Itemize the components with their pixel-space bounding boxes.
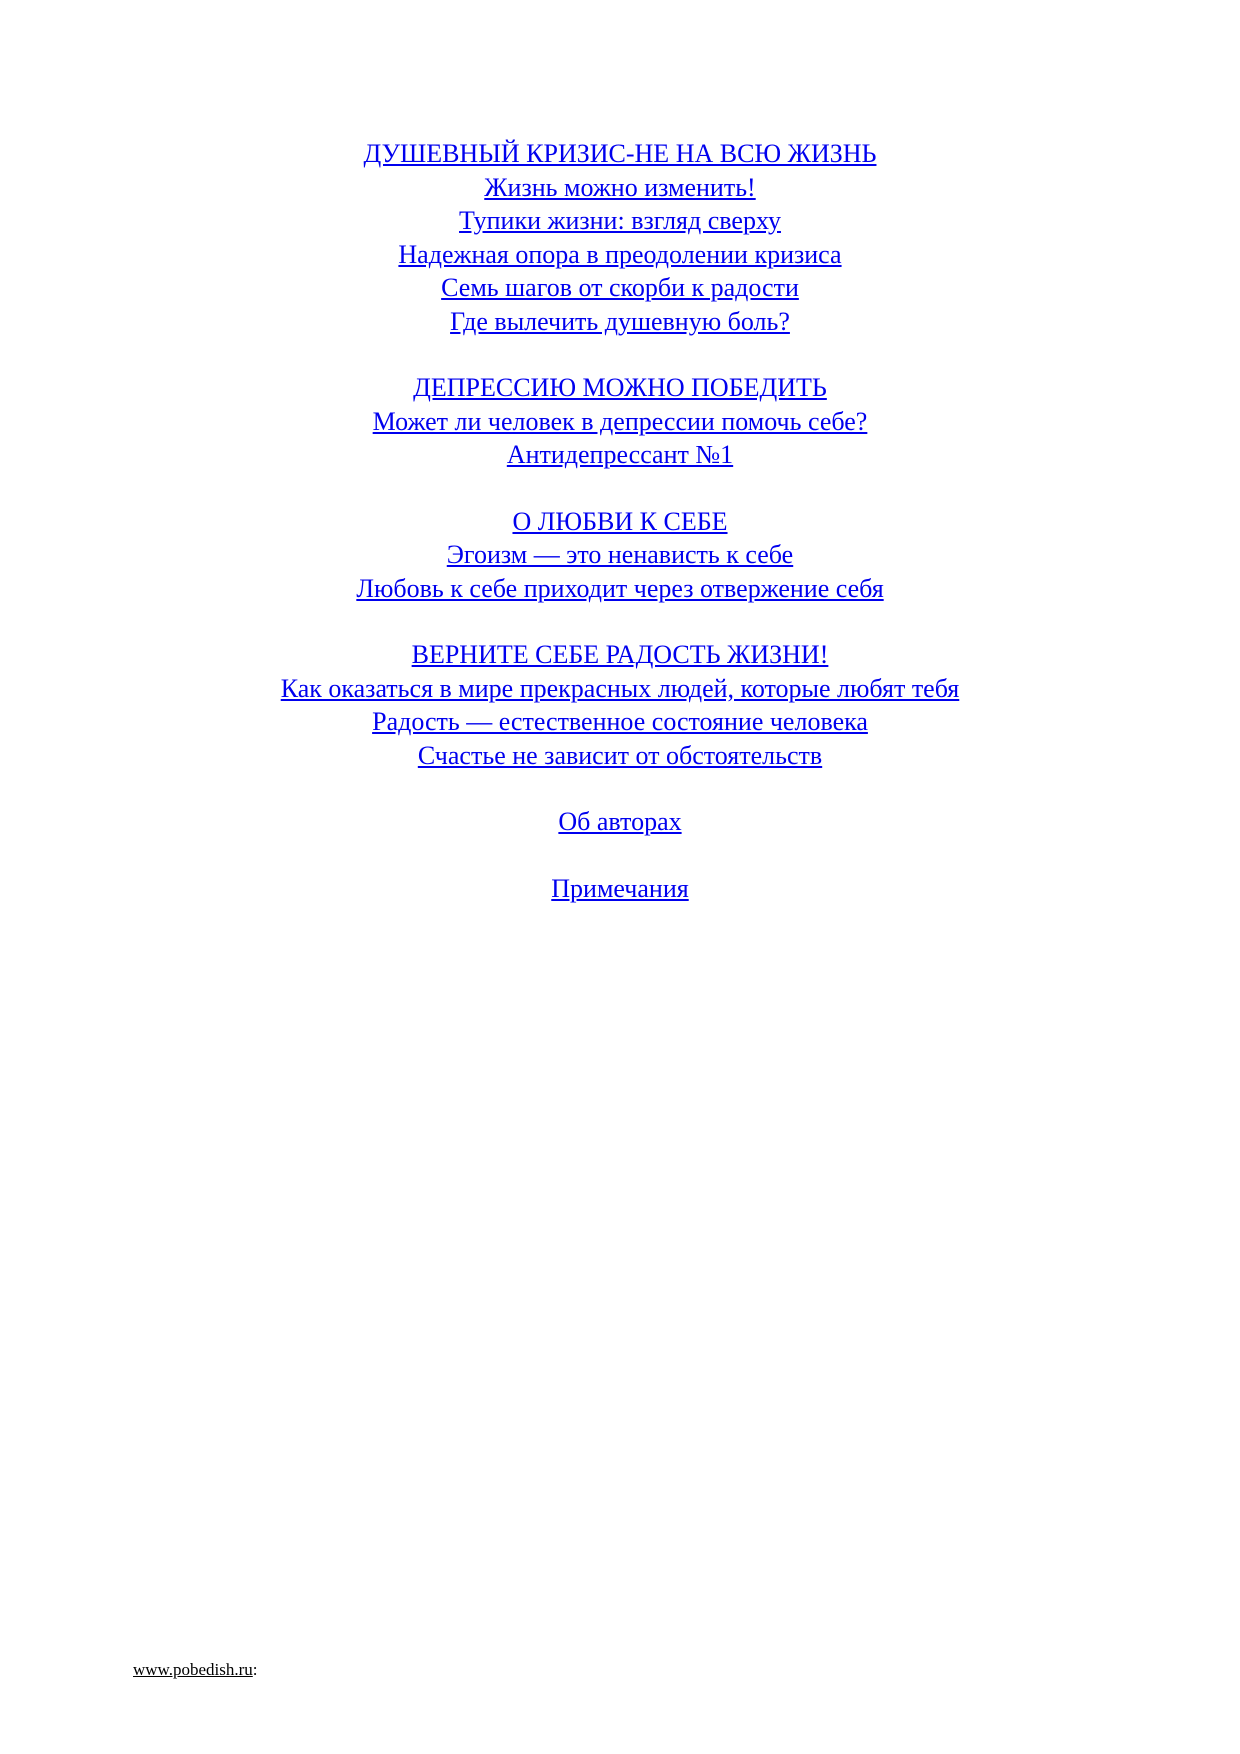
toc-item-antidepressant[interactable]: Антидепрессант №1 [506, 440, 734, 469]
table-of-contents: ДУШЕВНЫЙ КРИЗИС-НЕ НА ВСЮ ЖИЗНЬ Жизнь мо… [0, 137, 1240, 938]
toc-heading-crisis[interactable]: ДУШЕВНЫЙ КРИЗИС-НЕ НА ВСЮ ЖИЗНЬ [363, 139, 877, 168]
toc-item-wonderful-people[interactable]: Как оказаться в мире прекрасных людей, к… [280, 673, 960, 703]
toc-item-happiness[interactable]: Счастье не зависит от обстоятельств [417, 740, 823, 770]
page-footer: www.pobedish.ru: [133, 1660, 258, 1680]
footer-colon: : [252, 1660, 258, 1679]
toc-item-life-deadlocks[interactable]: Тупики жизни: взгляд сверху [459, 206, 781, 235]
toc-heading-authors[interactable]: Об авторах [558, 807, 682, 836]
toc-item-egoism[interactable]: Эгоизм — это ненависть к себе [446, 540, 794, 569]
toc-section-authors: Об авторах [0, 805, 1240, 839]
toc-section-crisis: ДУШЕВНЫЙ КРИЗИС-НЕ НА ВСЮ ЖИЗНЬ Жизнь мо… [0, 137, 1240, 338]
toc-heading-depression[interactable]: ДЕПРЕССИЮ МОЖНО ПОБЕДИТЬ [413, 373, 827, 402]
toc-section-notes: Примечания [0, 872, 1240, 906]
toc-heading-joy[interactable]: ВЕРНИТЕ СЕБЕ РАДОСТЬ ЖИЗНИ! [411, 640, 829, 669]
footer-site-link[interactable]: www.pobedish.ru [133, 1660, 253, 1679]
toc-item-reliable-support[interactable]: Надежная опора в преодолении кризиса [398, 239, 842, 269]
toc-section-joy: ВЕРНИТЕ СЕБЕ РАДОСТЬ ЖИЗНИ! Как оказатьс… [0, 638, 1240, 772]
toc-item-seven-steps[interactable]: Семь шагов от скорби к радости [441, 273, 799, 302]
toc-item-natural-state[interactable]: Радость — естественное состояние человек… [372, 707, 868, 736]
toc-heading-notes[interactable]: Примечания [551, 873, 689, 903]
toc-heading-self-love[interactable]: О ЛЮБВИ К СЕБЕ [512, 506, 728, 536]
toc-item-life-can-change[interactable]: Жизнь можно изменить! [484, 172, 756, 202]
toc-section-depression: ДЕПРЕССИЮ МОЖНО ПОБЕДИТЬ Может ли челове… [0, 371, 1240, 472]
toc-section-self-love: О ЛЮБВИ К СЕБЕ Эгоизм — это ненависть к … [0, 505, 1240, 606]
toc-item-self-denial[interactable]: Любовь к себе приходит через отвержение … [356, 573, 884, 603]
toc-item-heal-pain[interactable]: Где вылечить душевную боль? [450, 306, 790, 336]
toc-item-help-yourself[interactable]: Может ли человек в депрессии помочь себе… [372, 406, 868, 436]
